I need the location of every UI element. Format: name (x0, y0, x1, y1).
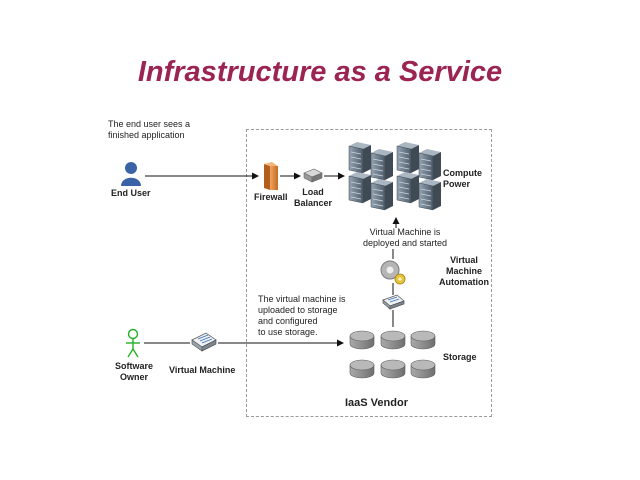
firewall-icon (264, 162, 278, 190)
storage-disk-icon (349, 359, 375, 379)
virtual-machine-label: Virtual Machine (169, 365, 236, 375)
storage-disk-icon (380, 359, 406, 379)
vm-automation-label-line-2: Machine (445, 266, 482, 276)
storage-disk-icon (410, 330, 436, 350)
compute-power-label-line-2: Power (443, 179, 471, 189)
upload-note: The virtual machine is uploaded to stora… (258, 294, 346, 338)
compute-power-label: Compute Power (443, 168, 482, 190)
server-rack-icon (418, 179, 441, 211)
upload-note-line-1: The virtual machine is (258, 294, 346, 304)
storage-disk-icon (380, 330, 406, 350)
software-owner-label-line-1: Software (114, 361, 153, 371)
firewall-label: Firewall (254, 192, 288, 202)
vm-deployed-note-line-1: Virtual Machine is (369, 227, 441, 237)
server-rack-icon (418, 149, 441, 181)
server-rack-icon (396, 172, 419, 204)
server-rack-icon (370, 179, 393, 211)
storage-label: Storage (443, 352, 477, 362)
virtual-machine-icon (191, 332, 217, 352)
end-user-icon (121, 162, 141, 186)
upload-note-line-2: uploaded to storage (258, 305, 338, 315)
load-balancer-label-line-1: Load (302, 187, 324, 197)
vm-automation-label: Virtual Machine Automation (436, 255, 492, 288)
virtual-machine-icon-deployed (382, 294, 405, 310)
slide-title: Infrastructure as a Service (137, 56, 503, 88)
storage-disk-icon (349, 330, 375, 350)
compute-server-cluster (348, 142, 441, 211)
end-user-note-line-2: finished application (108, 130, 185, 140)
software-owner-label-line-2: Owner (119, 372, 148, 382)
vm-automation-label-line-3: Automation (439, 277, 489, 287)
server-rack-icon (348, 172, 371, 204)
storage-disk-array (349, 330, 436, 379)
storage-disk-icon (410, 359, 436, 379)
vm-deployed-note-line-2: deployed and started (362, 238, 448, 248)
end-user-note-line-1: The end user sees a (108, 119, 191, 129)
iaas-vendor-label: IaaS Vendor (345, 397, 408, 409)
iaas-vendor-boundary (246, 129, 492, 417)
upload-note-line-3: and configured (258, 316, 318, 326)
gear-icon (380, 260, 406, 285)
load-balancer-label: Load Balancer (293, 187, 333, 209)
software-owner-label: Software Owner (114, 361, 154, 383)
end-user-note: The end user sees a finished application (108, 119, 190, 141)
server-rack-icon (396, 142, 419, 174)
upload-note-line-4: to use storage. (258, 327, 318, 337)
vm-automation-label-line-1: Virtual (450, 255, 478, 265)
server-rack-icon (348, 142, 371, 174)
server-rack-icon (370, 149, 393, 181)
compute-power-label-line-1: Compute (443, 168, 482, 178)
load-balancer-icon (303, 168, 323, 183)
vm-deployed-note: Virtual Machine is deployed and started (355, 227, 455, 249)
software-owner-icon (126, 328, 140, 358)
end-user-label: End User (111, 188, 151, 198)
load-balancer-label-line-2: Balancer (293, 198, 333, 208)
